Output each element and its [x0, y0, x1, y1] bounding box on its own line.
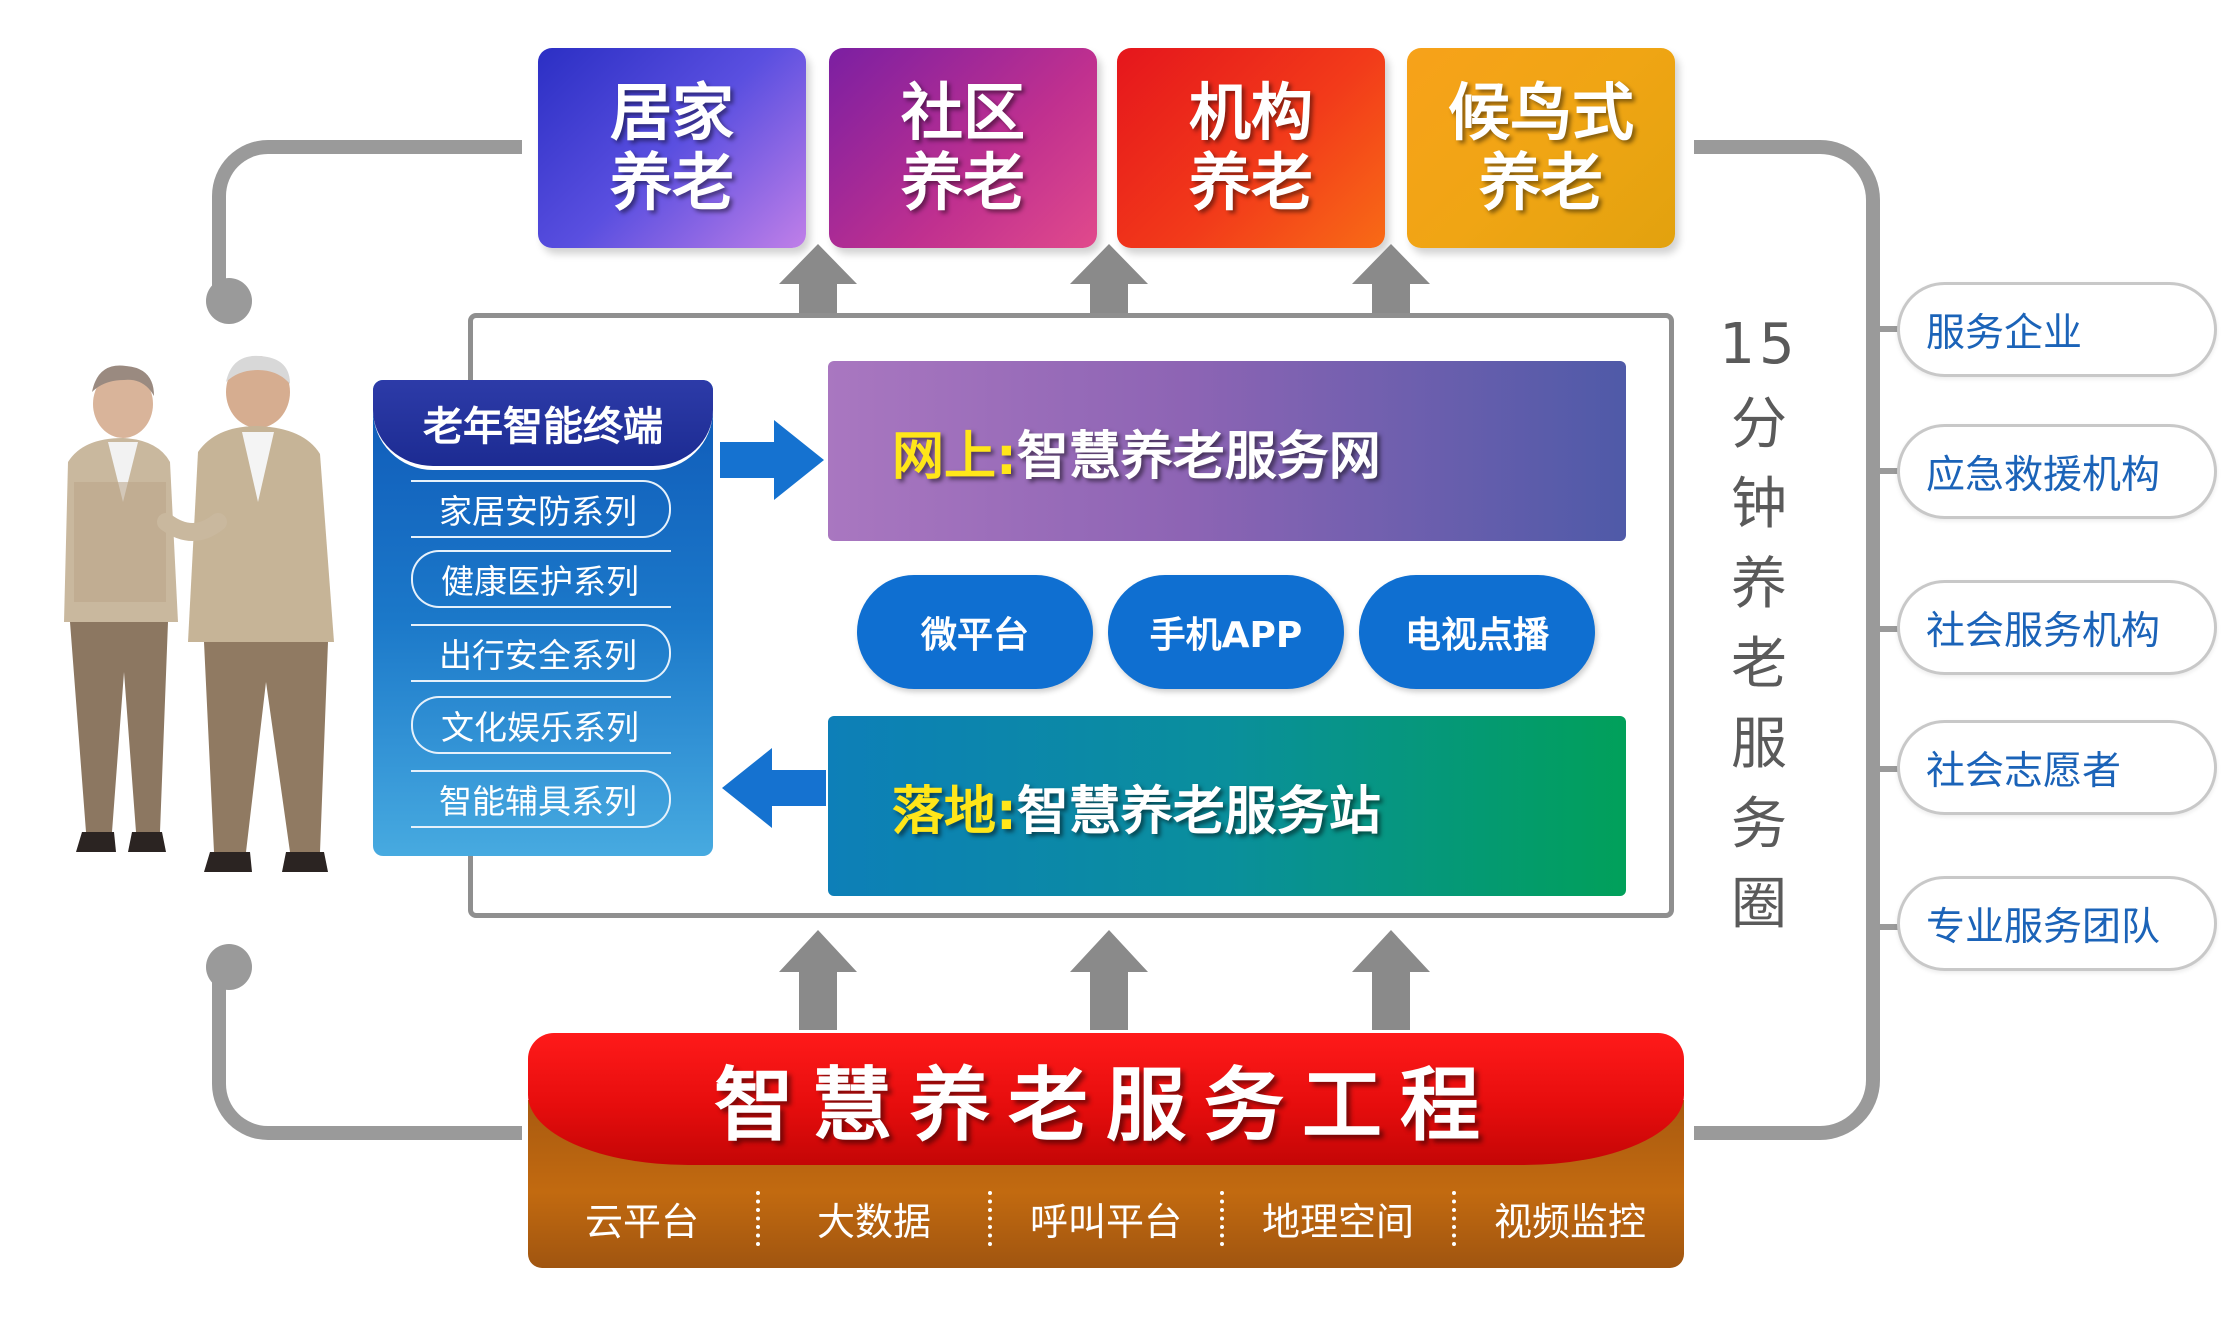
- right-tick: [1873, 766, 1899, 772]
- offline-band: 落地: 智慧养老服务站: [828, 716, 1626, 896]
- terminal-item-label: 文化娱乐系列: [441, 708, 639, 747]
- terminal-item: 智能辅具系列: [411, 770, 671, 828]
- connector-top-left: [212, 140, 522, 300]
- service-circle-char: 钟: [1731, 472, 1787, 537]
- box-institution-care-line1: 机构: [1188, 76, 1313, 149]
- terminal-item: 出行安全系列: [411, 624, 671, 682]
- right-tick: [1873, 924, 1899, 930]
- pill-micro-platform: 微平台: [857, 575, 1093, 689]
- box-community-care-line2: 养老: [900, 146, 1025, 219]
- terminal-item: 家居安防系列: [411, 480, 671, 538]
- project-items: 云平台 大数据 呼叫平台 地理空间 视频监控: [528, 1172, 1684, 1264]
- right-arrow-icon: [720, 420, 824, 500]
- box-migratory-care-line1: 候鸟式: [1447, 76, 1634, 149]
- pill-mobile-app: 手机APP: [1108, 575, 1344, 689]
- box-migratory-care-line2: 养老: [1478, 146, 1603, 219]
- box-institution-care: 机构 养老: [1117, 48, 1385, 248]
- box-home-care: 居家 养老: [538, 48, 806, 248]
- right-item-label: 专业服务团队: [1926, 904, 2161, 950]
- right-tick: [1873, 626, 1899, 632]
- right-item-label: 社会志愿者: [1926, 748, 2122, 794]
- online-text: 智慧养老服务网: [1016, 426, 1381, 487]
- service-circle-char: 老: [1731, 632, 1787, 697]
- up-arrow-icon: [1070, 930, 1148, 1030]
- right-item-volunteers: 社会志愿者: [1897, 720, 2217, 815]
- project-item-video-monitor: 视频监控: [1452, 1190, 1684, 1246]
- right-item-service-enterprise: 服务企业: [1897, 282, 2217, 377]
- terminal-item-label: 出行安全系列: [439, 636, 637, 675]
- box-community-care-line1: 社区: [900, 76, 1025, 149]
- terminal-item: 文化娱乐系列: [411, 696, 671, 754]
- terminal-item-label: 智能辅具系列: [439, 782, 637, 821]
- right-tick: [1873, 468, 1899, 474]
- connector-right: [1694, 140, 1880, 1140]
- terminal-item-label: 家居安防系列: [439, 492, 637, 531]
- service-circle-char: 分: [1731, 392, 1787, 457]
- right-tick: [1873, 326, 1899, 332]
- up-arrow-icon: [1352, 244, 1430, 318]
- box-community-care: 社区 养老: [829, 48, 1097, 248]
- box-home-care-line1: 居家: [609, 76, 734, 149]
- right-item-social-service: 社会服务机构: [1897, 580, 2217, 675]
- project-item-cloud: 云平台: [584, 1199, 699, 1244]
- project-item-call-platform: 呼叫平台: [988, 1190, 1220, 1246]
- left-arrow-icon: [722, 748, 826, 828]
- project-item-big-data: 大数据: [756, 1190, 988, 1246]
- box-institution-care-line2: 养老: [1188, 146, 1313, 219]
- box-home-care-line2: 养老: [609, 146, 734, 219]
- elderly-couple-illustration: [64, 355, 334, 872]
- box-migratory-care: 候鸟式 养老: [1407, 48, 1675, 248]
- service-circle-number: 15: [1719, 312, 1799, 377]
- service-circle-char: 养: [1731, 552, 1787, 617]
- service-circle-char: 务: [1731, 792, 1787, 857]
- project-item-geospatial: 地理空间: [1220, 1190, 1452, 1246]
- right-item-emergency-rescue: 应急救援机构: [1897, 424, 2217, 519]
- right-item-professional-team: 专业服务团队: [1897, 876, 2217, 971]
- offline-text: 智慧养老服务站: [1016, 781, 1381, 842]
- right-item-label: 服务企业: [1926, 310, 2083, 356]
- terminal-title: 老年智能终端: [373, 380, 713, 470]
- up-arrow-icon: [1352, 930, 1430, 1030]
- connector-bottom-left: [212, 966, 522, 1140]
- smart-terminal-panel: 老年智能终端 家居安防系列 健康医护系列 出行安全系列 文化娱乐系列 智能辅具系…: [373, 380, 713, 856]
- right-item-label: 社会服务机构: [1926, 608, 2161, 654]
- service-circle-char: 服: [1731, 712, 1787, 777]
- pill-tv-vod: 电视点播: [1359, 575, 1595, 689]
- up-arrow-icon: [779, 244, 857, 318]
- terminal-item-label: 健康医护系列: [441, 562, 639, 601]
- online-band: 网上: 智慧养老服务网: [828, 361, 1626, 541]
- connector-dot-bottom: [206, 944, 252, 990]
- service-circle-label: 15 分 钟 养 老 服 务 圈: [1719, 305, 1799, 945]
- connector-dot-top: [206, 278, 252, 324]
- up-arrow-icon: [779, 930, 857, 1030]
- terminal-item: 健康医护系列: [411, 550, 671, 608]
- offline-prefix: 落地:: [892, 781, 1017, 842]
- online-prefix: 网上:: [892, 426, 1017, 487]
- project-title: 智慧养老服务工程: [528, 1033, 1684, 1165]
- service-circle-char: 圈: [1731, 872, 1787, 937]
- right-item-label: 应急救援机构: [1926, 452, 2161, 498]
- up-arrow-icon: [1070, 244, 1148, 318]
